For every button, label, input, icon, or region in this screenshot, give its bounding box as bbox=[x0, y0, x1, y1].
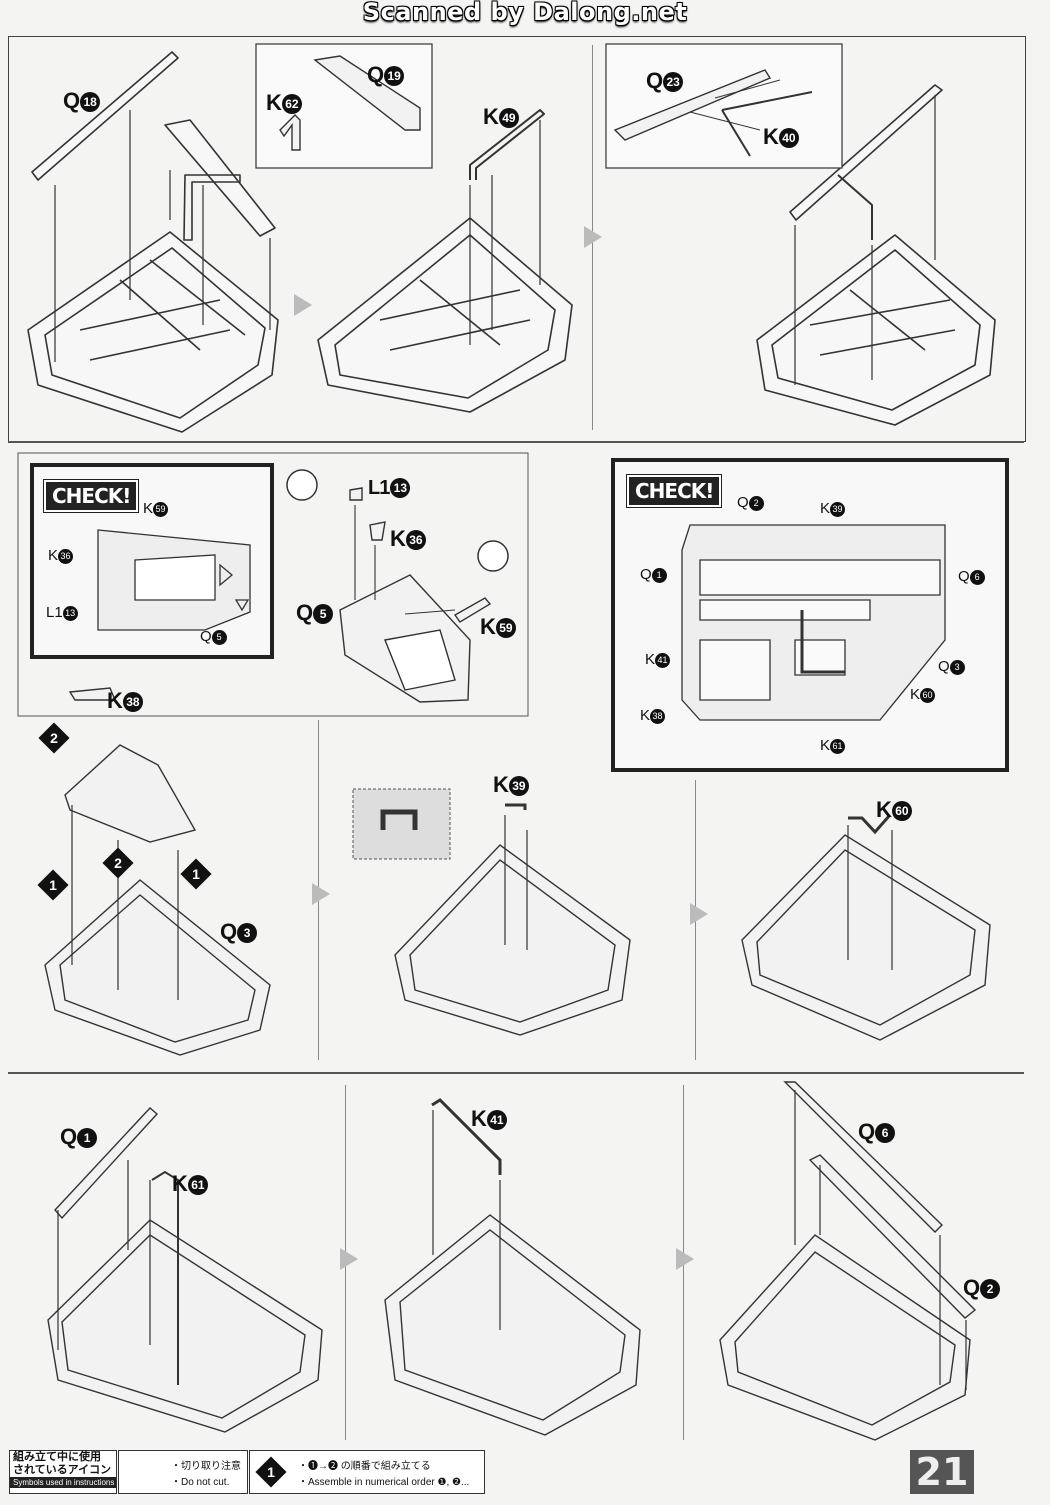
page-number: 21 bbox=[910, 1450, 974, 1494]
step-arrow bbox=[676, 1248, 694, 1270]
footer-cut-jp: ・切り取り注意 bbox=[171, 1461, 241, 1472]
footer-cut-legend: ・切り取り注意 ・Do not cut. bbox=[118, 1450, 248, 1494]
order-mark-1: 1 bbox=[37, 869, 69, 901]
footer-symbols-legend: 組み立て中に使用 されているアイコン Symbols used in instr… bbox=[9, 1450, 117, 1494]
section-divider-2 bbox=[8, 1072, 1024, 1074]
footer-jp-line2: されているアイコン bbox=[13, 1464, 112, 1476]
footer-order-en: ・Assemble in numerical order ❶, ❷... bbox=[298, 1477, 470, 1488]
step-arrow bbox=[584, 226, 602, 248]
order-mark-icon: 1 bbox=[255, 1456, 287, 1488]
section-divider-1 bbox=[8, 441, 1024, 443]
step-arrow bbox=[294, 294, 312, 316]
footer-order-jp: ・❶→❷ の順番で組み立てる bbox=[298, 1461, 431, 1472]
order-mark-1: 1 bbox=[180, 858, 212, 890]
order-mark-2: 2 bbox=[38, 722, 70, 754]
check-badge: CHECK! bbox=[625, 474, 723, 508]
step-arrow bbox=[312, 883, 330, 905]
watermark-text: Scanned by Dalong.net bbox=[362, 0, 688, 26]
footer-jp-line1: 組み立て中に使用 bbox=[13, 1451, 101, 1463]
order-mark-2: 2 bbox=[102, 847, 134, 879]
check-badge: CHECK! bbox=[42, 479, 140, 513]
step-arrow bbox=[690, 903, 708, 925]
footer-en: Symbols used in instructions bbox=[10, 1477, 116, 1488]
footer-order-legend: 1 ・❶→❷ の順番で組み立てる ・Assemble in numerical … bbox=[249, 1450, 485, 1494]
step-arrow bbox=[340, 1248, 358, 1270]
footer-cut-en: ・Do not cut. bbox=[171, 1477, 230, 1488]
